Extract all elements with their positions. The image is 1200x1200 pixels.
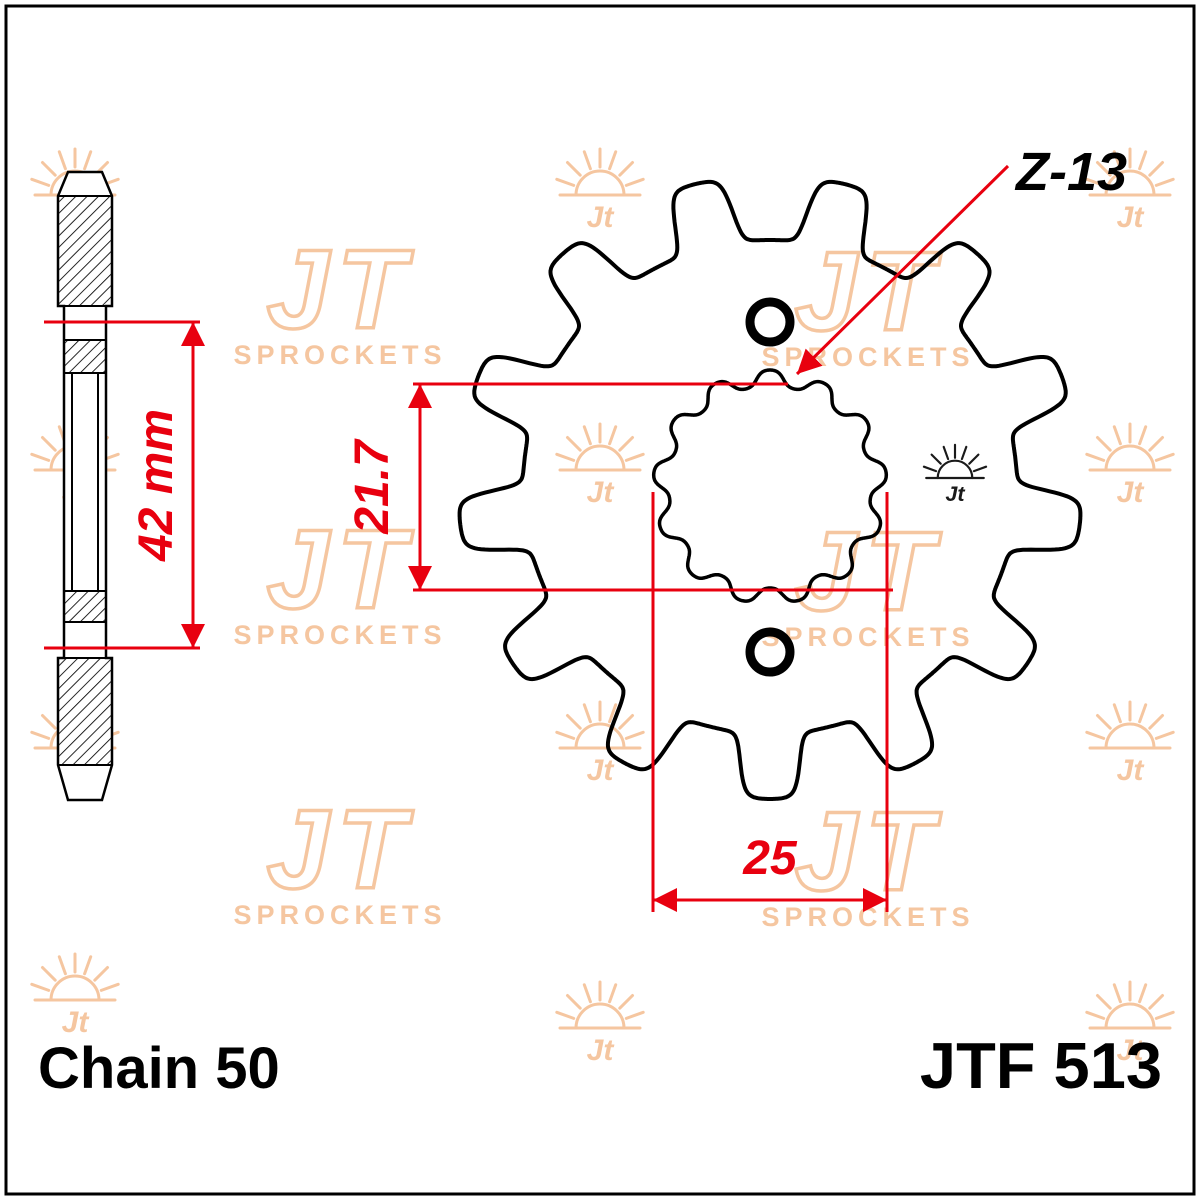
teeth-count-label: Z-13 xyxy=(1014,142,1127,202)
dimension-hub-length: 42 mm xyxy=(44,320,205,650)
jt-logo-watermark xyxy=(759,507,977,654)
chain-size-label: Chain 50 xyxy=(38,1036,280,1101)
part-number-label: JTF 513 xyxy=(920,1029,1162,1102)
side-detail-lines xyxy=(58,195,112,766)
hub-length-label: 42 mm xyxy=(130,409,183,562)
jt-stamp-icon xyxy=(922,443,988,508)
bottom-lightening-hole xyxy=(745,627,795,677)
sun-watermark xyxy=(555,980,645,1069)
sun-watermark xyxy=(555,147,645,236)
dimension-bore-major: 25 xyxy=(651,492,889,912)
front-view xyxy=(457,179,1083,801)
sun-watermark xyxy=(1085,422,1175,511)
jt-logo-watermark xyxy=(231,505,449,652)
hatch-region-upper-hub xyxy=(63,339,107,374)
jt-logo-watermark xyxy=(231,785,449,932)
sun-watermark xyxy=(555,422,645,511)
jt-logo-watermark xyxy=(231,225,449,372)
sun-watermark xyxy=(30,952,120,1041)
teeth-count-callout: Z-13 xyxy=(795,142,1127,376)
hatch-region-top-teeth xyxy=(57,195,113,307)
sun-watermark xyxy=(555,700,645,789)
hatch-region-lower-hub xyxy=(63,590,107,623)
gear-outline xyxy=(457,179,1083,801)
bore-major-label: 25 xyxy=(742,832,798,885)
sun-watermark xyxy=(1085,700,1175,789)
leader-line xyxy=(795,164,1010,376)
spline-bore-outline xyxy=(651,368,889,603)
border-frame xyxy=(4,4,1196,1196)
top-lightening-hole xyxy=(745,297,795,347)
bore-minor-label: 21.7 xyxy=(346,438,399,535)
side-view xyxy=(56,170,114,802)
hatch-region-bottom-teeth xyxy=(57,657,113,766)
